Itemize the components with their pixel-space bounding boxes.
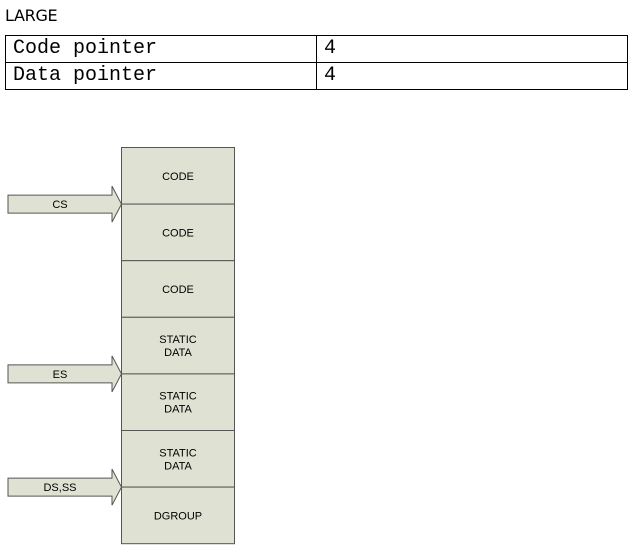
model-title: LARGE bbox=[5, 6, 58, 25]
pointer-size-table: Code pointer 4 Data pointer 4 bbox=[5, 35, 628, 90]
pointer-label: Code pointer bbox=[5, 35, 317, 63]
segment-register-arrow: CS bbox=[7, 185, 123, 223]
memory-block-label: CODE bbox=[162, 227, 194, 239]
segment-register-label: DS,SS bbox=[43, 482, 76, 494]
segment-register-label: ES bbox=[53, 369, 68, 381]
memory-block-label: DATA bbox=[164, 404, 192, 416]
memory-block: CODE bbox=[121, 260, 235, 318]
memory-block-label: DATA bbox=[164, 347, 192, 359]
memory-block-label: STATIC bbox=[159, 447, 197, 459]
memory-block: CODE bbox=[121, 147, 235, 205]
memory-block-label: STATIC bbox=[159, 391, 197, 403]
table-row: Code pointer 4 bbox=[5, 35, 628, 63]
memory-block-label: DGROUP bbox=[154, 510, 202, 522]
table-row: Data pointer 4 bbox=[5, 62, 628, 90]
memory-block-label: STATIC bbox=[159, 334, 197, 346]
segment-register-arrow: ES bbox=[7, 355, 123, 393]
segment-register-label: CS bbox=[52, 199, 67, 211]
memory-block-label: CODE bbox=[162, 284, 194, 296]
memory-block-label: DATA bbox=[164, 460, 192, 472]
segment-register-arrow: DS,SS bbox=[7, 468, 123, 506]
memory-block: DGROUP bbox=[121, 486, 235, 545]
pointer-size-value: 4 bbox=[316, 62, 628, 90]
memory-block: CODE bbox=[121, 203, 235, 262]
pointer-label: Data pointer bbox=[5, 62, 317, 90]
memory-block-label: CODE bbox=[162, 171, 194, 183]
